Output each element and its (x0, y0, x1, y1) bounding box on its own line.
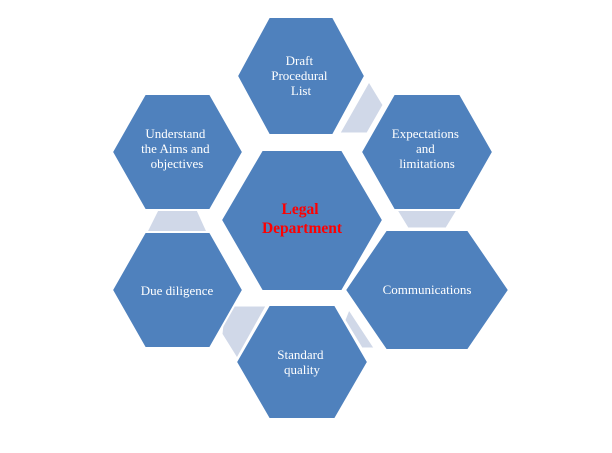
due-diligence-label: Due diligence (141, 283, 214, 298)
hexagon-expectations (359, 93, 495, 211)
draft-label: Draft Procedural List (271, 53, 331, 98)
hexagon-center (219, 149, 385, 292)
communications-label: Communications (383, 282, 472, 297)
hexagon-communications (343, 229, 511, 351)
hexagon-draft (235, 16, 367, 136)
connector-understand-due-diligence (146, 209, 208, 233)
center-label: Legal Department (262, 201, 343, 237)
hexagon-standard (234, 304, 370, 420)
connector-expectations-communications (396, 209, 458, 229)
connector-draft-expectations (339, 81, 384, 134)
expectations-label: Expectations and limitations (392, 126, 462, 171)
standard-label: Standard quality (277, 347, 326, 377)
understand-label: Understand the Aims and objectives (141, 126, 213, 171)
connector-standard-communications (344, 308, 375, 349)
hexagon-understand (110, 93, 245, 211)
hexagon-due-diligence (110, 231, 245, 349)
